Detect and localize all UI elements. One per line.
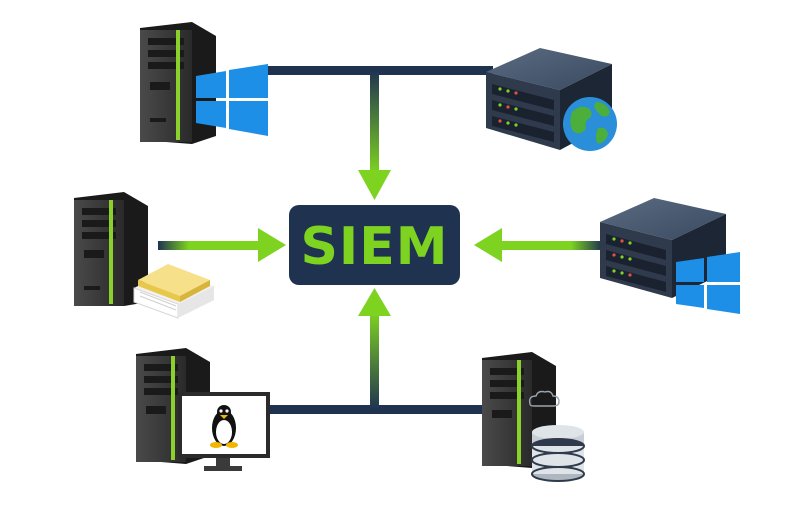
cloud-icon (528, 390, 560, 407)
database-server-node (482, 352, 585, 482)
siem-label: SIEM (300, 217, 448, 277)
up-arrow-head (358, 288, 391, 316)
left-stem (158, 241, 262, 250)
linux-penguin-icon (210, 405, 238, 448)
right-stem (498, 241, 602, 250)
down-arrow-head (358, 170, 391, 200)
tower-computer-icon (74, 192, 148, 306)
left-arrow-head (474, 228, 502, 262)
top-stem (370, 70, 379, 174)
rack-server-icon (600, 198, 726, 298)
siem-node: SIEM (289, 205, 460, 285)
bottom-stem (370, 312, 379, 410)
globe-icon (563, 97, 617, 151)
top-bus-line (268, 66, 493, 75)
right-arrow-head (258, 228, 286, 262)
windows-logo-icon (196, 64, 268, 136)
bottom-bus-line (268, 405, 493, 414)
web-server-node (486, 48, 617, 151)
linux-workstation-node (136, 348, 270, 471)
siem-box (289, 205, 460, 285)
file-workstation-node (74, 192, 214, 319)
windows-server-node (600, 198, 740, 314)
windows-logo-icon (676, 252, 740, 314)
database-icon (531, 425, 585, 482)
connectors (158, 66, 602, 414)
windows-workstation-node (140, 22, 268, 144)
document-stack-icon (133, 264, 214, 319)
